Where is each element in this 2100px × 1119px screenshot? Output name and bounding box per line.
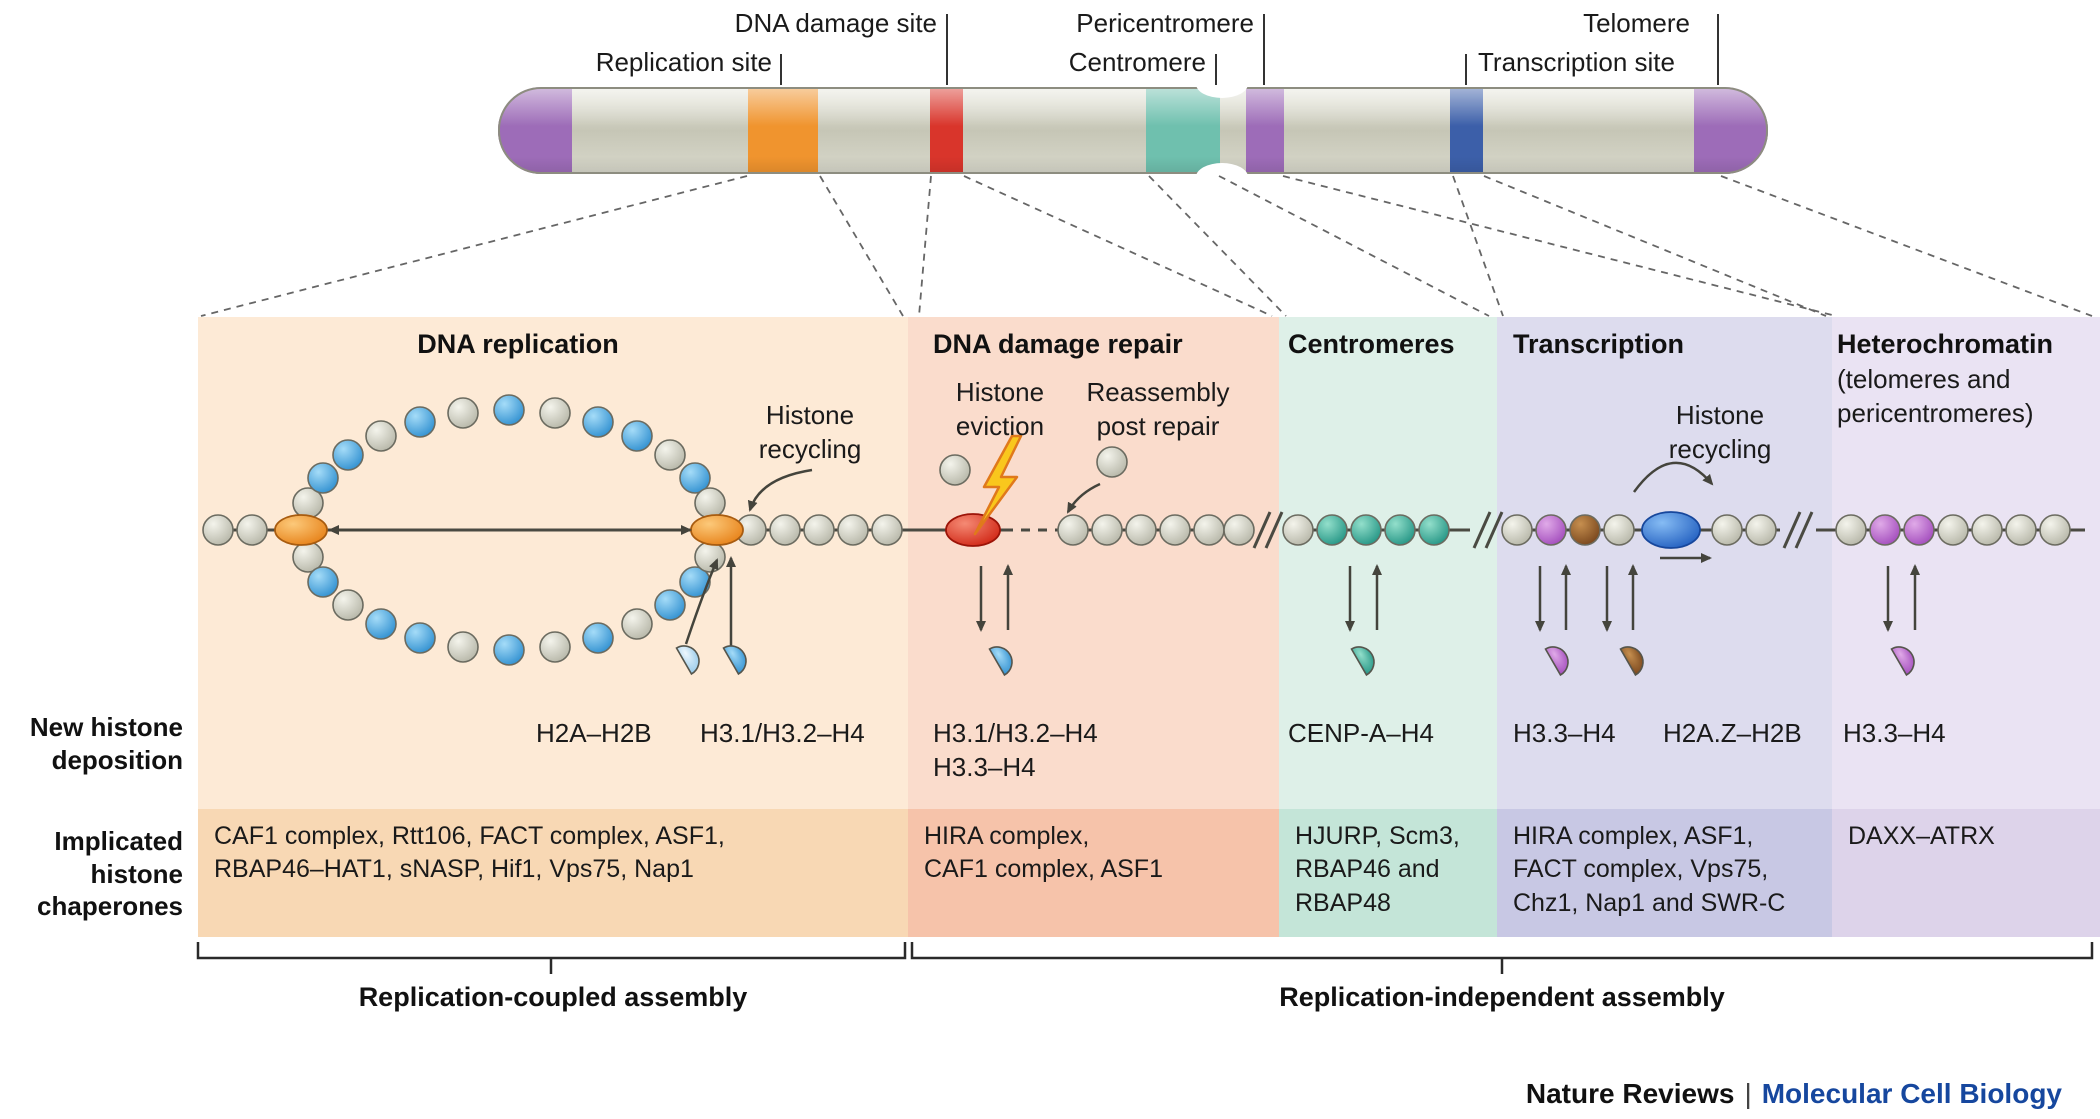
- deposition-label-repair: H3.1/H3.2–H4 H3.3–H4: [933, 718, 1098, 782]
- assembly-brackets: [196, 942, 2094, 974]
- panel-title-heterochromatin: Heterochromatin: [1837, 329, 2054, 359]
- panel-subtitle-heterochromatin: (telomeres and pericentromeres): [1837, 364, 2034, 428]
- dna-damage-site-band: [930, 87, 963, 174]
- annotation-reassembly-post-repair: Reassembly post repair: [1086, 377, 1230, 441]
- deposition-label-h31-h32-h4: H3.1/H3.2–H4: [700, 718, 865, 748]
- deposition-label-h2az-h2b: H2A.Z–H2B: [1663, 718, 1802, 748]
- chaperones-box-transcription: HIRA complex, ASF1, FACT complex, Vps75,…: [1497, 809, 1832, 937]
- panel-title-transcription: Transcription: [1513, 329, 1685, 359]
- bracket-label-replication-coupled: Replication-coupled assembly: [358, 982, 748, 1012]
- bracket-label-replication-independent: Replication-independent assembly: [1279, 982, 1725, 1012]
- journal-footer: Nature Reviews | Molecular Cell Biology: [1526, 1078, 2062, 1110]
- label-dna-damage-site: DNA damage site: [734, 8, 937, 38]
- centromere-band: [1146, 87, 1220, 174]
- chaperones-box-heterochromatin: DAXX–ATRX: [1832, 809, 2100, 937]
- annotation-histone-eviction: Histone eviction: [955, 377, 1045, 441]
- deposition-label-h33-h4-het: H3.3–H4: [1843, 718, 1946, 748]
- telomere-left-band: [498, 87, 572, 174]
- footer-separator: |: [1744, 1078, 1752, 1109]
- chaperones-box-centromeres: HJURP, Scm3, RBAP46 and RBAP48: [1279, 809, 1497, 937]
- chaperones-text-dna-replication: CAF1 complex, Rtt106, FACT complex, ASF1…: [214, 822, 725, 884]
- chaperones-box-dna-replication: CAF1 complex, Rtt106, FACT complex, ASF1…: [198, 809, 908, 937]
- chaperones-text-heterochromatin: DAXX–ATRX: [1848, 822, 1995, 850]
- deposition-label-cenpa-h4: CENP-A–H4: [1288, 718, 1434, 748]
- label-telomere: Telomere: [1583, 8, 1690, 38]
- deposition-label-h2a-h2b: H2A–H2B: [536, 718, 652, 748]
- panel-title-dna-replication: DNA replication: [417, 329, 619, 359]
- row-label-implicated-histone-chaperones: Implicated histone chaperones: [37, 826, 183, 921]
- chaperones-text-transcription: HIRA complex, ASF1, FACT complex, Vps75,…: [1513, 822, 1786, 917]
- transcription-site-band: [1450, 87, 1483, 174]
- chromosome-ideogram: [498, 70, 1768, 191]
- footer-brand: Nature Reviews: [1525, 1078, 1735, 1109]
- label-pericentromere: Pericentromere: [1076, 8, 1254, 38]
- zoom-connector-lines: [200, 175, 2093, 317]
- footer-journal: Molecular Cell Biology: [1761, 1078, 2062, 1109]
- pericentromere-band: [1246, 87, 1284, 174]
- centromere-constriction-bottom: [1196, 163, 1248, 191]
- telomere-right-band: [1694, 87, 1768, 174]
- deposition-label-h33-h4-tx: H3.3–H4: [1513, 718, 1616, 748]
- chaperones-box-dna-damage-repair: HIRA complex, CAF1 complex, ASF1: [908, 809, 1279, 937]
- panel-centromeres: [1279, 317, 1497, 809]
- label-centromere: Centromere: [1068, 47, 1206, 77]
- annotation-histone-recycling-replication: Histone recycling: [758, 400, 862, 464]
- panel-transcription: [1497, 317, 1832, 809]
- replication-site-band: [748, 87, 818, 174]
- panel-title-centromeres: Centromeres: [1288, 329, 1455, 359]
- panel-title-dna-damage-repair: DNA damage repair: [933, 329, 1183, 359]
- label-replication-site: Replication site: [595, 47, 772, 77]
- annotation-histone-recycling-transcription: Histone recycling: [1668, 400, 1772, 464]
- chaperones-text-centromeres: HJURP, Scm3, RBAP46 and RBAP48: [1295, 822, 1460, 917]
- panel-heterochromatin: [1832, 317, 2100, 809]
- panel-dna-damage-repair: [908, 317, 1279, 809]
- row-label-new-histone-deposition: New histone deposition: [29, 712, 183, 775]
- label-transcription-site: Transcription site: [1478, 47, 1675, 77]
- chaperones-text-dna-damage-repair: HIRA complex, CAF1 complex, ASF1: [924, 822, 1163, 884]
